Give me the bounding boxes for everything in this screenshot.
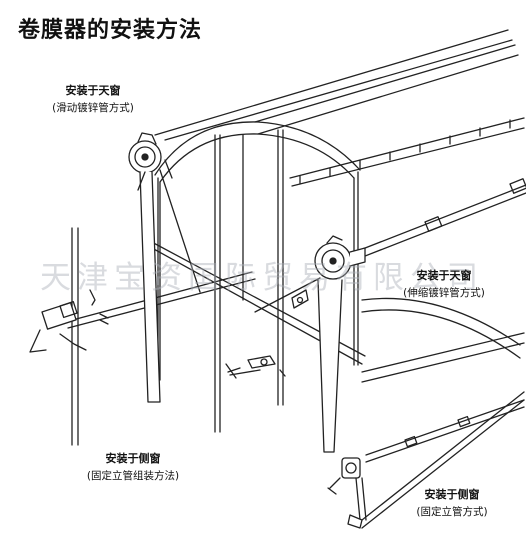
label-roof-telescopic: 安装于天窗 (伸缩镀锌管方式) [382,267,506,300]
roof-roller-motor-slide [128,132,201,403]
label-side-fixed: 安装于侧窗 (固定立管方式) [396,486,508,519]
label-roof-telescopic-sub: (伸缩镀锌管方式) [403,287,485,299]
telescopic-roof-pipe [359,178,526,259]
page-title: 卷膜器的安装方法 [18,18,203,43]
left-vertical-pole [71,227,79,446]
side-roller-motor [327,457,367,529]
company-watermark: 天津宝资国际贸易有限公司 [40,260,484,296]
label-side-fixed-sub: (固定立管方式) [416,506,488,518]
label-roof-slide: 安装于天窗 (滑动镀锌管方式) [28,82,158,115]
roof-roller-motor-telescopic [314,235,366,453]
mounting-brackets [225,289,309,379]
label-side-group-sub: (固定立管组装方法) [86,470,180,482]
label-roof-slide-sub: (滑动镀锌管方式) [52,102,134,114]
hand-crank-winder [29,289,109,353]
greenhouse-frame [154,29,525,529]
label-side-fixed-main: 安装于侧窗 [424,488,480,501]
label-roof-telescopic-main: 安装于天窗 [416,269,472,282]
label-side-group: 安装于侧窗 (固定立管组装方法) [58,450,208,483]
side-vent-pipe [365,399,525,463]
label-side-group-main: 安装于侧窗 [105,452,161,465]
label-roof-slide-main: 安装于天窗 [65,84,121,97]
